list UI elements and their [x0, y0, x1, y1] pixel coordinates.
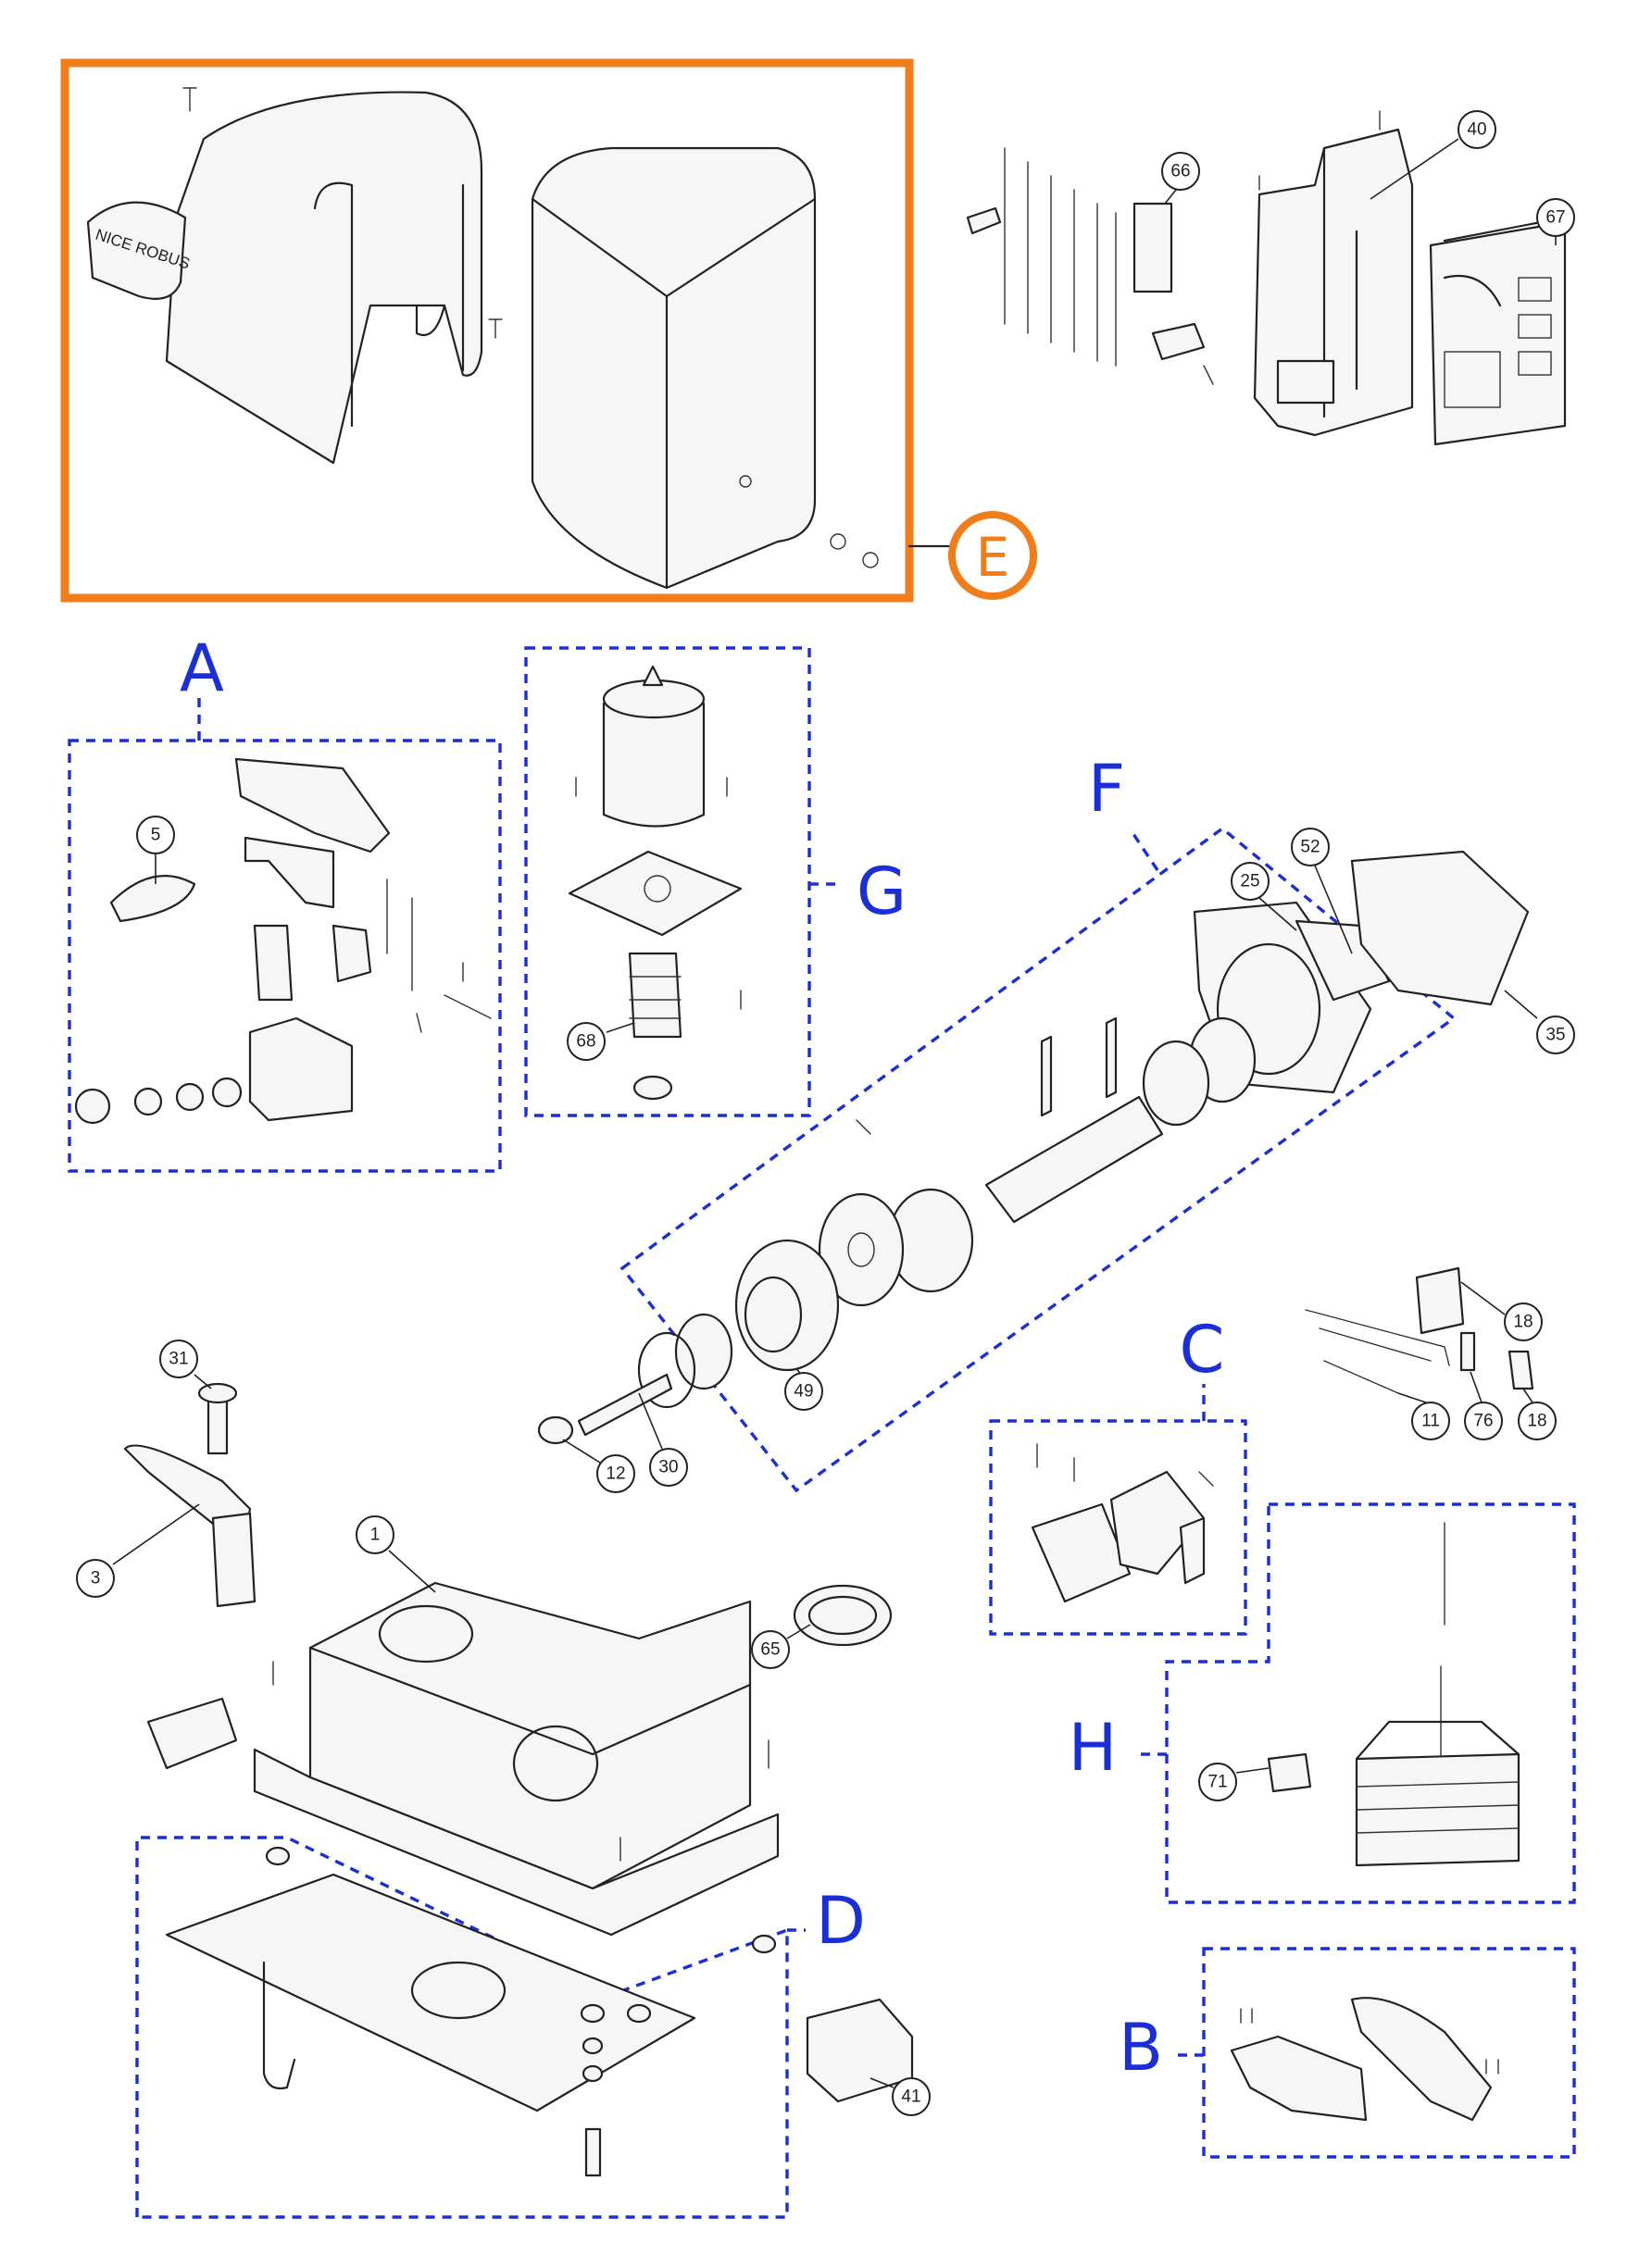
- limit-switch-parts: [1305, 1266, 1534, 1394]
- group-label-H: H: [1069, 1710, 1118, 1786]
- svg-text:66: 66: [1170, 162, 1190, 181]
- parts-group-D: D: [135, 1836, 866, 2219]
- svg-text:52: 52: [1300, 838, 1320, 857]
- highlight-label-E: E: [976, 526, 1010, 589]
- group-box-H: [1165, 1502, 1576, 1904]
- callout-76: 76: [1464, 1402, 1503, 1440]
- highlight-badge-E: [948, 511, 1037, 600]
- worm-screw: [628, 952, 682, 1039]
- callout-65: 65: [751, 1630, 790, 1669]
- wiring-connector: [1132, 202, 1173, 293]
- gearmotor-base: [308, 1581, 752, 1890]
- side-cover: [165, 91, 483, 465]
- callout-66: 66: [1161, 152, 1200, 191]
- svg-text:40: 40: [1467, 120, 1486, 140]
- part-callouts: 66 40 67 5 68 25 52 35 18 18 11 76 49 12…: [76, 110, 1575, 2116]
- svg-text:71: 71: [1207, 1773, 1227, 1792]
- highlight-frame-E: [60, 58, 914, 603]
- encoder-disc: [818, 1192, 905, 1307]
- svg-text:35: 35: [1545, 1026, 1565, 1045]
- group-box-B: [1202, 1947, 1576, 2159]
- brand-cap: [86, 201, 187, 300]
- svg-text:12: 12: [606, 1464, 625, 1484]
- svg-text:49: 49: [794, 1382, 813, 1402]
- svg-text:25: 25: [1240, 872, 1259, 891]
- foundation-plate: [165, 1873, 696, 2112]
- parts-group-G: G: [524, 646, 907, 1117]
- svg-text:3: 3: [91, 1569, 101, 1589]
- svg-text:18: 18: [1513, 1313, 1533, 1332]
- group-label-B: B: [1119, 2010, 1163, 2086]
- group-label-A: A: [180, 630, 224, 706]
- callout-18-upper: 18: [1504, 1302, 1543, 1341]
- callout-3: 3: [76, 1559, 115, 1598]
- callout-68: 68: [567, 1022, 606, 1061]
- svg-text:5: 5: [151, 826, 161, 845]
- group-box-A: [68, 739, 502, 1173]
- callout-1: 1: [356, 1515, 394, 1554]
- callout-71: 71: [1198, 1763, 1237, 1801]
- group-label-D: D: [816, 1883, 866, 1959]
- front-cover: [531, 146, 817, 590]
- callout-40: 40: [1458, 110, 1496, 149]
- svg-text:68: 68: [576, 1032, 595, 1052]
- svg-text:11: 11: [1421, 1412, 1440, 1431]
- main-gear: [734, 1239, 840, 1372]
- callout-41: 41: [892, 2077, 931, 2116]
- callout-31: 31: [159, 1340, 198, 1378]
- callout-11: 11: [1411, 1402, 1450, 1440]
- cover-assembly-E: NICE ROBUS E: [60, 58, 1037, 603]
- svg-text:76: 76: [1473, 1412, 1493, 1431]
- svg-text:67: 67: [1545, 208, 1565, 228]
- svg-text:31: 31: [169, 1350, 188, 1369]
- group-label-F: F: [1088, 751, 1125, 827]
- callout-12: 12: [596, 1454, 635, 1493]
- gear-cover: [1350, 850, 1530, 1006]
- drive-shaft: [984, 1095, 1164, 1224]
- group-label-C: C: [1180, 1312, 1225, 1388]
- callout-52: 52: [1291, 828, 1330, 866]
- transformer: [1355, 1752, 1520, 1867]
- parts-group-B: B: [1119, 1947, 1576, 2159]
- base-and-handles: [123, 1382, 914, 2103]
- svg-text:41: 41: [901, 2087, 920, 2107]
- callout-25: 25: [1231, 862, 1270, 901]
- callout-49: 49: [784, 1372, 823, 1411]
- svg-text:65: 65: [760, 1640, 780, 1660]
- callout-30: 30: [649, 1448, 688, 1487]
- mounting-bracket: [1253, 128, 1414, 437]
- control-board: [1429, 220, 1567, 446]
- callout-5: 5: [136, 816, 175, 854]
- svg-text:1: 1: [370, 1526, 381, 1545]
- group-label-G: G: [857, 854, 907, 929]
- callout-67: 67: [1536, 198, 1575, 237]
- parts-group-F: F: [537, 751, 1530, 1493]
- group-box-G: [524, 646, 811, 1117]
- svg-text:18: 18: [1527, 1412, 1546, 1431]
- parts-group-C: C: [989, 1312, 1247, 1636]
- control-unit-top-right: [966, 110, 1567, 446]
- callout-18-lower: 18: [1518, 1402, 1557, 1440]
- svg-text:30: 30: [658, 1458, 678, 1477]
- callout-35: 35: [1536, 1016, 1575, 1054]
- parts-group-A: A: [68, 630, 502, 1173]
- parts-group-H: H: [1069, 1502, 1576, 1904]
